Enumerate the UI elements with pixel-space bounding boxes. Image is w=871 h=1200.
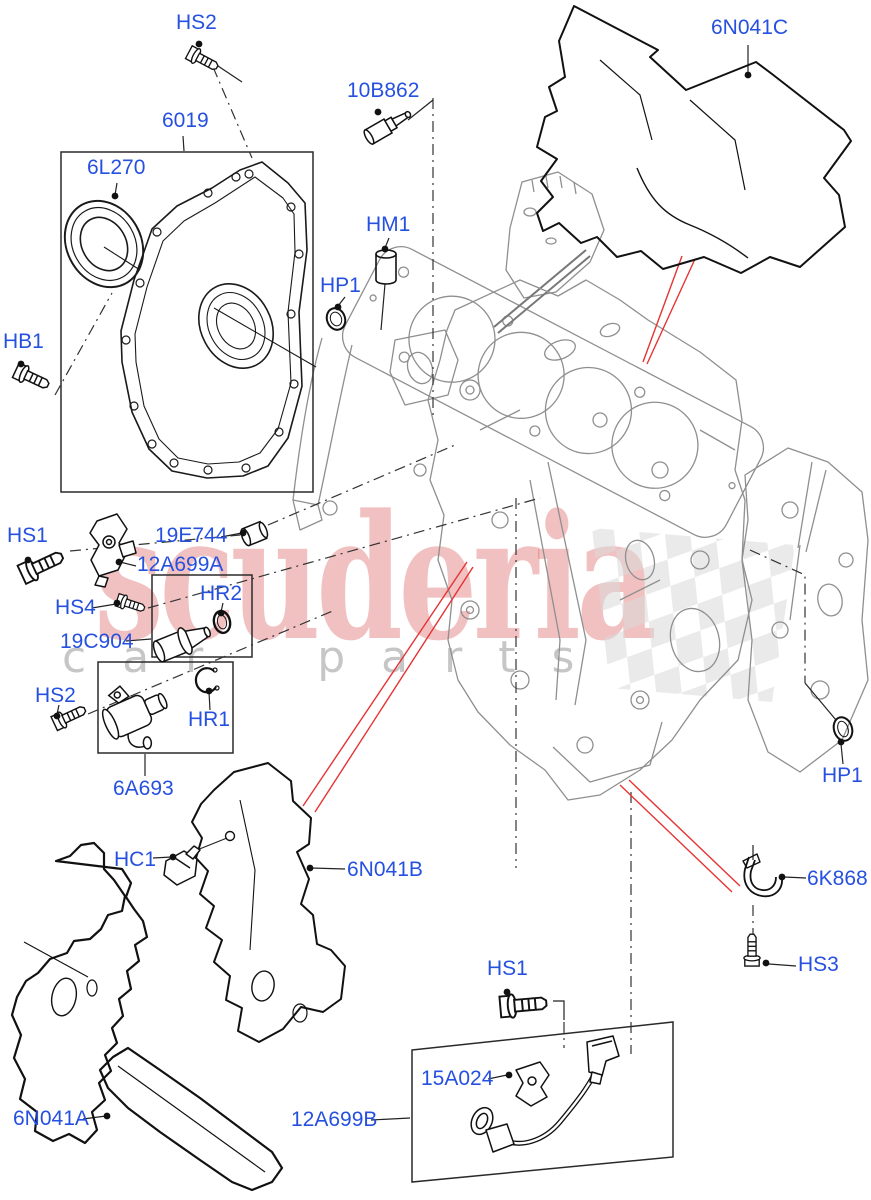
engine-block-drawing xyxy=(292,171,869,801)
crankshaft-seal-drawing xyxy=(63,199,145,289)
sensor-12A699A-drawing xyxy=(89,513,137,588)
insulation-panel-6N041C-drawing xyxy=(536,5,852,274)
part-label-HP1-right[interactable]: HP1 xyxy=(822,764,863,787)
seal-leader xyxy=(103,246,141,271)
part-label-HS3[interactable]: HS3 xyxy=(798,953,839,976)
insulation-panel-6N041B-drawing xyxy=(191,762,346,1043)
part-label-19E744[interactable]: 19E744 xyxy=(155,524,228,547)
leader-lines xyxy=(56,45,844,1121)
bracket-6K868-drawing xyxy=(742,853,783,898)
assembly-axis-lines xyxy=(54,66,806,1054)
part-label-6N041A[interactable]: 6N041A xyxy=(13,1107,89,1130)
plug-hp1-left-drawing xyxy=(325,307,347,331)
part-label-15A024[interactable]: 15A024 xyxy=(421,1067,494,1090)
part-label-6N041C[interactable]: 6N041C xyxy=(711,16,789,39)
sensor-hc1-drawing xyxy=(163,845,201,886)
bolt-hs1-mid xyxy=(16,544,68,586)
part-label-HS1-bottom[interactable]: HS1 xyxy=(487,957,528,980)
part-label-HR2[interactable]: HR2 xyxy=(200,582,243,605)
harness-12A699B-drawing xyxy=(470,1035,620,1153)
part-label-10B862[interactable]: 10B862 xyxy=(347,79,420,102)
part-label-HS4[interactable]: HS4 xyxy=(55,596,96,619)
red-locator-lines xyxy=(302,255,741,893)
part-label-12A699A[interactable]: 12A699A xyxy=(137,553,224,576)
part-label-HR1[interactable]: HR1 xyxy=(188,708,231,731)
part-label-19C904[interactable]: 19C904 xyxy=(60,630,134,653)
sensor-19C904-drawing xyxy=(152,626,211,663)
part-label-6L270[interactable]: 6L270 xyxy=(87,156,146,179)
plug-hp1-right-drawing xyxy=(832,716,854,742)
bolt-hb1 xyxy=(11,361,53,395)
part-label-12A699B[interactable]: 12A699B xyxy=(291,1108,378,1131)
part-label-HC1[interactable]: HC1 xyxy=(114,848,157,871)
part-label-6019[interactable]: 6019 xyxy=(162,109,209,132)
bolt-hs3 xyxy=(743,933,761,967)
solenoid-6A693-drawing xyxy=(101,685,168,750)
sensor-10B862-drawing xyxy=(363,110,412,145)
callout-dots xyxy=(17,40,845,1120)
group-boxes xyxy=(60,151,674,1183)
dowel-hm1-drawing xyxy=(375,249,397,285)
bolt-hs1-bottom xyxy=(498,990,549,1020)
part-label-6A693[interactable]: 6A693 xyxy=(113,777,174,800)
timing-cover-drawing xyxy=(120,161,317,479)
bolt-hs2-top xyxy=(184,44,222,76)
part-label-HM1[interactable]: HM1 xyxy=(366,213,411,236)
watermark-subtext: car parts xyxy=(62,632,611,683)
part-label-HS2-mid[interactable]: HS2 xyxy=(35,684,76,707)
insulation-panel-6N041A-drawing xyxy=(10,841,284,1192)
part-label-HP1-left[interactable]: HP1 xyxy=(320,274,361,297)
part-label-6K868[interactable]: 6K868 xyxy=(807,867,868,890)
part-label-6N041B[interactable]: 6N041B xyxy=(347,858,423,881)
part-label-HS1-mid[interactable]: HS1 xyxy=(7,524,48,547)
plug-19E744-drawing xyxy=(240,520,269,547)
part-label-hs2-top[interactable]: HS2 xyxy=(176,11,217,34)
part-label-HB1[interactable]: HB1 xyxy=(3,330,44,353)
